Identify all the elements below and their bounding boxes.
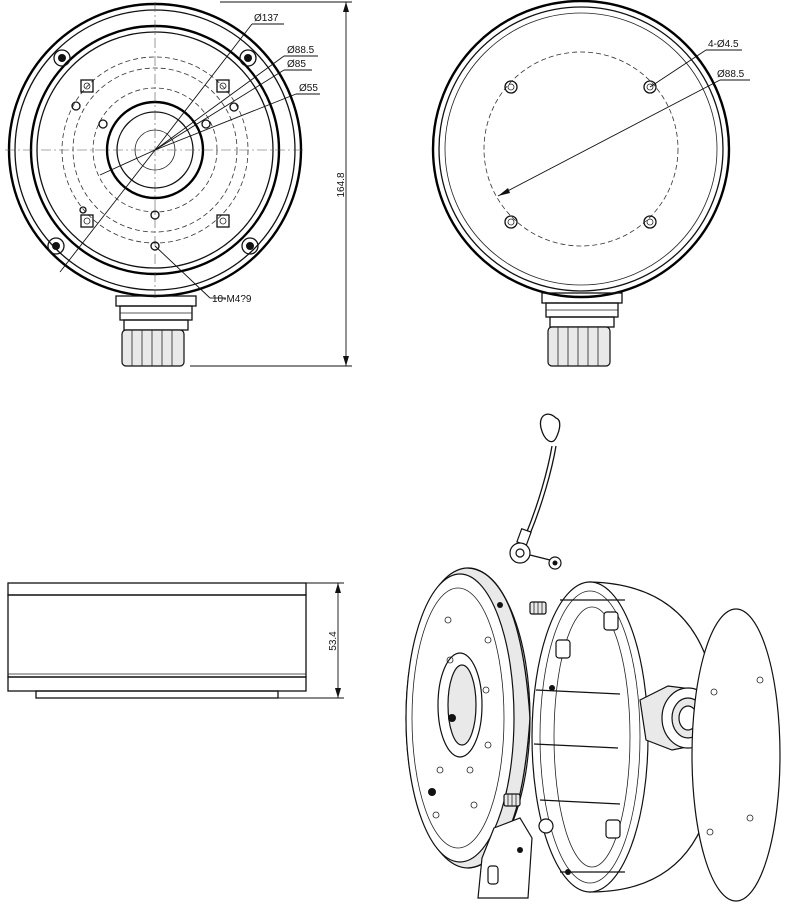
- side-view: 53.4: [7, 582, 344, 699]
- front-threaded-holes: [71, 101, 239, 251]
- bracket-tab: [477, 817, 533, 899]
- label-hole-circle: Ø88.5: [717, 69, 745, 80]
- front-square-holes: [80, 79, 230, 228]
- label-total-height: 164.8: [336, 172, 347, 197]
- side-dimensions: [278, 582, 344, 699]
- front-dimensions: [59, 1, 352, 367]
- front-lid: [405, 567, 531, 869]
- label-port-diameter: Ø55: [299, 83, 318, 94]
- loose-screws: [503, 601, 547, 807]
- label-screw-holes: 10-M4?9: [212, 294, 252, 305]
- label-mount-diameter: Ø88.5: [287, 45, 315, 56]
- safety-lanyard: [509, 413, 562, 570]
- label-side-height: 53.4: [328, 631, 339, 651]
- front-cable-gland: [115, 295, 197, 367]
- label-inner-diameter: Ø85: [287, 59, 306, 70]
- front-corner-screws: [47, 49, 259, 255]
- back-view: 4-Ø4.5 Ø88.5: [431, 0, 750, 367]
- back-mount-holes: [504, 80, 657, 229]
- label-outer-diameter: Ø137: [254, 13, 279, 24]
- front-view: Ø137 Ø88.5 Ø85 Ø55 10-M4?9 164.8: [5, 1, 352, 367]
- back-plate: [691, 608, 781, 902]
- back-dimensions: [497, 49, 750, 197]
- exploded-view: [405, 413, 781, 902]
- back-cable-gland: [541, 292, 623, 367]
- label-back-holes: 4-Ø4.5: [708, 39, 739, 50]
